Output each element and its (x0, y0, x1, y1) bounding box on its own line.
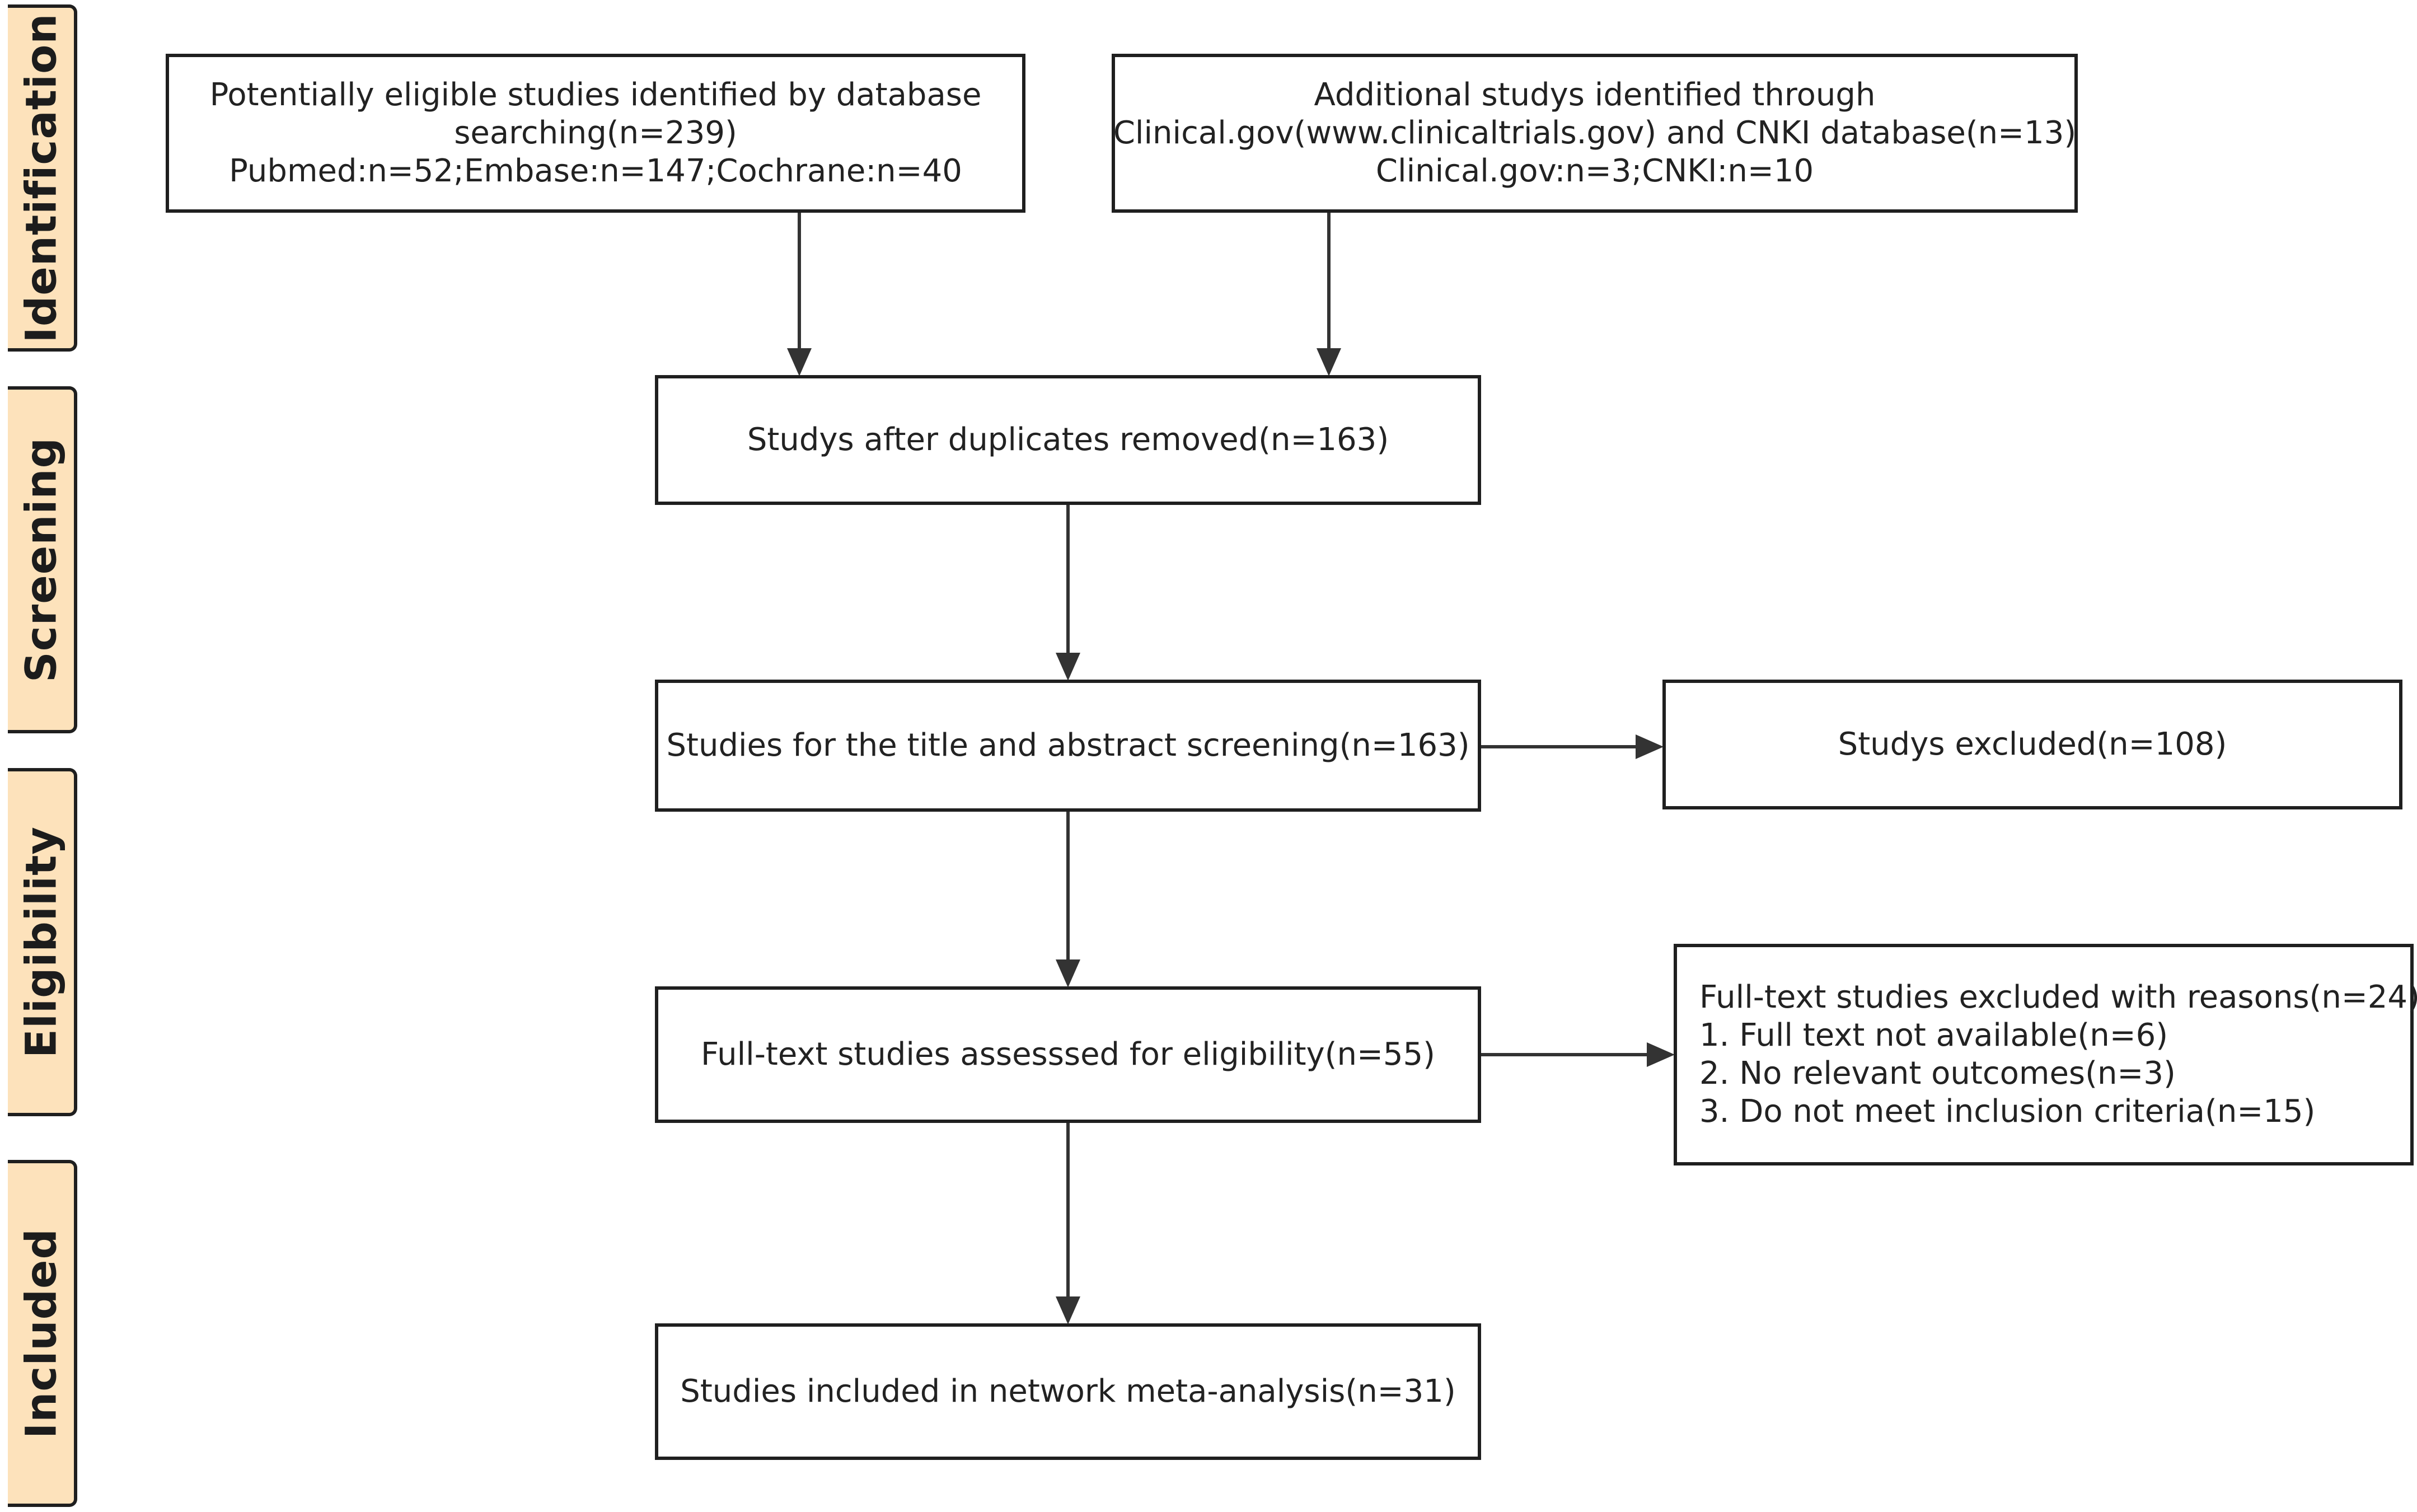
arrowhead-5 (1056, 1296, 1080, 1324)
included-studies-box: Studies included in network meta-analysi… (655, 1323, 1481, 1460)
arrowhead-6 (1636, 734, 1664, 759)
full-text-assessed-box: Full-text studies assesssed for eligibil… (655, 986, 1481, 1123)
title-abstract-screening-box: Studies for the title and abstract scree… (655, 680, 1481, 812)
arrowhead-4 (1056, 959, 1080, 987)
stage-screening: Screening (8, 386, 77, 733)
included-text: Studies included in network meta-analysi… (680, 1373, 1456, 1410)
studies-excluded-box: Studys excluded(n=108) (1662, 680, 2402, 809)
excluded-text: Studys excluded(n=108) (1838, 726, 2227, 762)
additional-line-1: Additional studys identified through (1314, 77, 1876, 113)
fulltext-text: Full-text studies assesssed for eligibil… (700, 1036, 1436, 1073)
screening-text: Studies for the title and abstract scree… (666, 727, 1470, 764)
reasons-line-4: 3. Do not meet inclusion criteria(n=15) (1699, 1093, 2316, 1130)
database-line-3: Pubmed:n=52;Embase:n=147;Cochrane:n=40 (229, 153, 962, 189)
arrowhead-3 (1056, 653, 1080, 681)
additional-sources-box: Additional studys identified through Cli… (1112, 54, 2078, 213)
duplicates-text: Studys after duplicates removed(n=163) (747, 422, 1389, 458)
additional-line-2: Clinical.gov(www.clinicaltrials.gov) and… (1113, 115, 2077, 151)
stage-eligibility: Eligibility (8, 768, 77, 1116)
additional-line-3: Clinical.gov:n=3;CNKI:n=10 (1375, 153, 1814, 189)
database-line-2: searching(n=239) (454, 115, 737, 151)
exclusion-reasons-box: Full-text studies excluded with reasons(… (1674, 944, 2417, 1165)
reasons-line-2: 1. Full text not available(n=6) (1699, 1017, 2168, 1054)
database-line-1: Potentially eligible studies identified … (209, 77, 982, 113)
reasons-line-3: 2. No relevant outcomes(n=3) (1699, 1055, 2176, 1092)
database-search-box: Potentially eligible studies identified … (166, 54, 1025, 213)
arrowhead-1 (787, 348, 812, 376)
stage-identification: Identification (8, 4, 77, 352)
arrowhead-2 (1317, 348, 1341, 376)
reasons-line-1: Full-text studies excluded with reasons(… (1699, 979, 2417, 1015)
stage-included: Included (8, 1160, 77, 1507)
duplicates-removed-box: Studys after duplicates removed(n=163) (655, 375, 1481, 505)
arrowhead-7 (1647, 1042, 1675, 1067)
